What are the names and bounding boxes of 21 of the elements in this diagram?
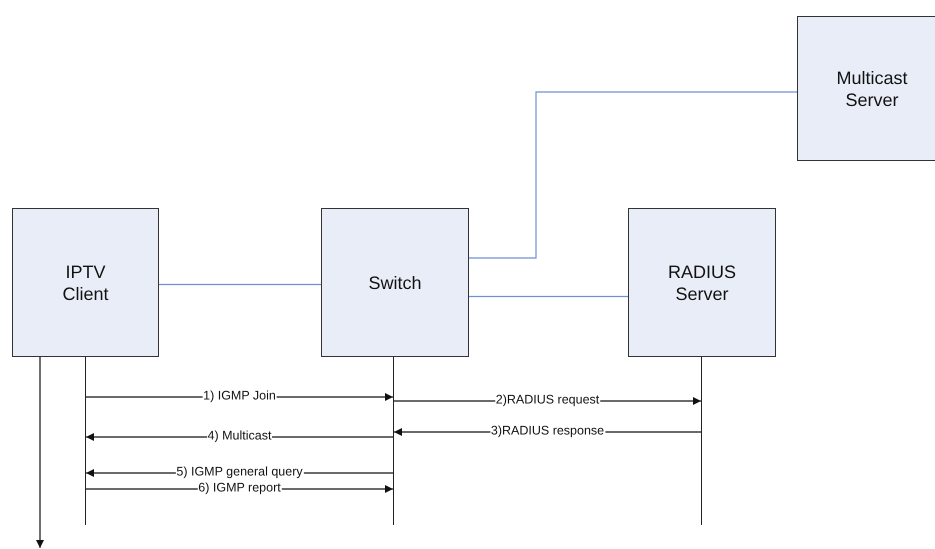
lifeline [701,357,702,525]
entity-label: Multicast Server [835,66,908,110]
connection-line [159,284,321,286]
entity-label: IPTV Client [61,260,110,304]
connection-line [469,296,628,298]
edge-label: 2)RADIUS request [494,394,600,406]
edge-label: 6) IGMP report [197,482,282,494]
entity-box [321,208,469,357]
entity-box [797,16,935,161]
edge-label: 3)RADIUS response [490,424,606,438]
edge-label: 4) Multicast [206,430,272,442]
edge-label: 5) IGMP general query [175,466,304,478]
time-arrow [36,357,44,548]
entity-label: RADIUS Server [666,260,737,304]
entity-box [12,208,159,357]
entity-box [628,208,776,357]
lifeline [85,357,86,525]
connection-line [469,91,797,259]
lifeline [393,357,394,525]
edge-label: 1) IGMP Join [202,390,277,402]
entity-label: Switch [367,272,422,294]
